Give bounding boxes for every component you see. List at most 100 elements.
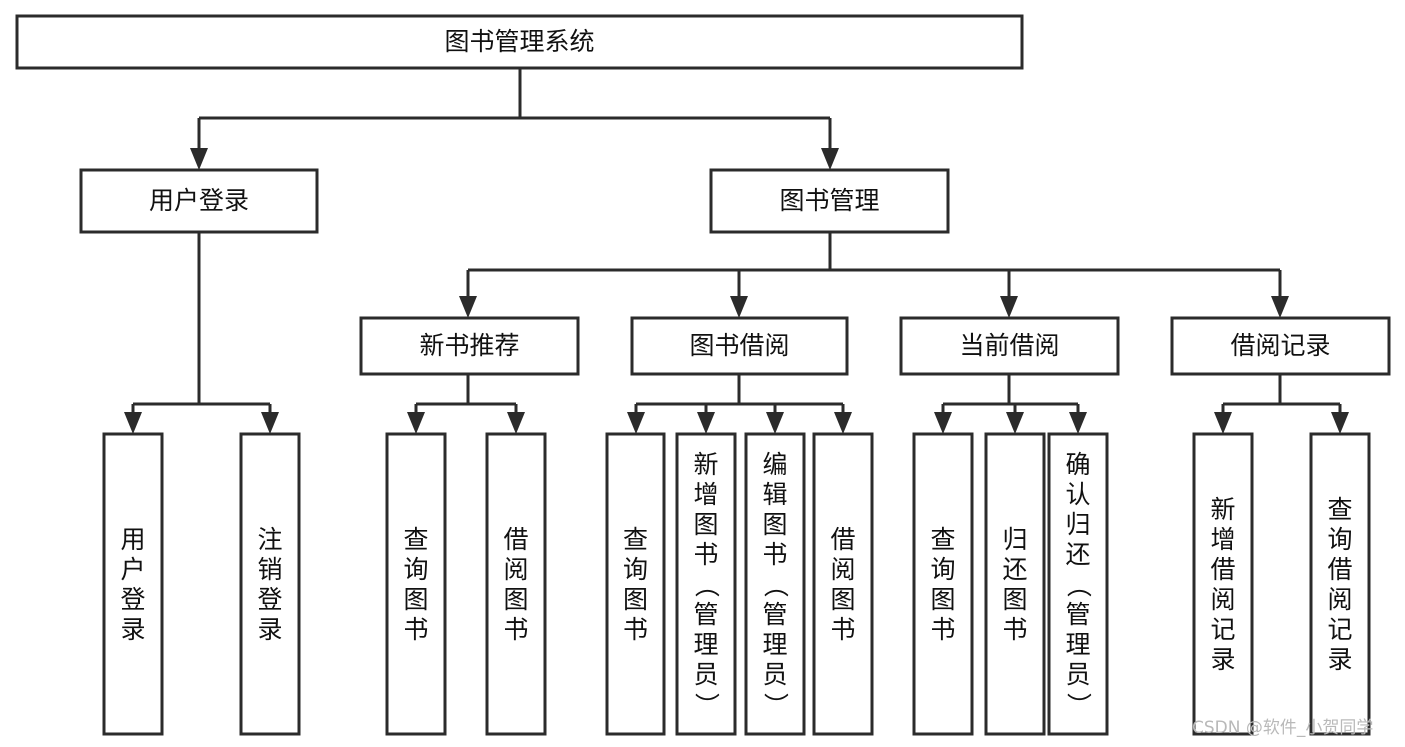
node-label-user-login: 用户登录	[149, 186, 249, 215]
node-label-leaf-user-logout-char-2: 登	[257, 585, 282, 614]
node-label-leaf-query-book-recommend-char-2: 图	[403, 585, 428, 614]
arrow-down-icon-leaf-4-1	[1331, 412, 1349, 434]
arrow-down-icon-leaf-1-1	[507, 412, 525, 434]
node-label-leaf-borrow-book-recommend-char-3: 书	[503, 615, 528, 644]
node-label-leaf-borrow-book-char-2: 图	[830, 585, 855, 614]
node-box-leaf-add-borrow-record[interactable]	[1192, 432, 1254, 736]
node-new-book-recommend[interactable]: 新书推荐	[359, 316, 580, 376]
node-box-leaf-edit-book-admin[interactable]	[744, 432, 806, 736]
node-box-leaf-confirm-return-admin[interactable]	[1047, 432, 1109, 736]
node-box-leaf-query-book-recommend[interactable]	[385, 432, 447, 736]
node-label-leaf-user-logout-char-3: 录	[257, 615, 282, 644]
node-label-leaf-query-borrow-record-char-2: 借	[1327, 555, 1352, 584]
node-label-leaf-confirm-return-admin-char-1: 认	[1065, 480, 1090, 509]
node-label-leaf-edit-book-admin-char-1: 辑	[762, 480, 787, 509]
arrow-down-icon-l2-1	[730, 296, 748, 318]
node-label-leaf-edit-book-admin-char-2: 图	[762, 510, 787, 539]
arrow-down-icon-leaf-3-2	[1069, 412, 1087, 434]
node-label-leaf-add-book-admin-char-1: 增	[693, 480, 718, 509]
node-label-book-management: 图书管理	[779, 186, 879, 215]
node-box-leaf-add-book-admin[interactable]	[675, 432, 737, 736]
node-label-leaf-return-book-char-0: 归	[1002, 525, 1027, 554]
node-label-leaf-borrow-book-recommend-char-0: 借	[503, 525, 528, 554]
node-label-leaf-add-book-admin-char-8: ）	[692, 692, 721, 717]
node-label-leaf-query-borrow-record-char-5: 录	[1327, 645, 1352, 674]
node-label-leaf-query-book-borrow-char-3: 书	[623, 615, 648, 644]
node-label-leaf-add-borrow-record-char-0: 新	[1210, 495, 1235, 524]
node-book-borrow[interactable]: 图书借阅	[630, 316, 849, 376]
node-label-leaf-user-login-char-1: 户	[120, 555, 145, 584]
node-label-leaf-add-borrow-record-char-3: 阅	[1210, 585, 1235, 614]
node-label-leaf-add-book-admin-char-7: 员	[693, 660, 718, 689]
node-label-leaf-edit-book-admin-char-0: 编	[762, 450, 787, 479]
node-label-leaf-user-login-char-0: 用	[120, 525, 145, 554]
node-label-leaf-confirm-return-admin-char-3: 还	[1065, 540, 1090, 569]
node-label-leaf-confirm-return-admin-char-0: 确	[1065, 450, 1090, 479]
arrow-down-icon-l2-2	[1000, 296, 1018, 318]
node-box-user-login[interactable]	[79, 168, 319, 234]
node-label-leaf-query-borrow-record-char-4: 记	[1327, 615, 1352, 644]
node-current-borrow[interactable]: 当前借阅	[899, 316, 1120, 376]
node-box-new-book-recommend[interactable]	[359, 316, 580, 376]
node-box-book-borrow[interactable]	[630, 316, 849, 376]
node-label-leaf-query-book-current-char-1: 询	[930, 555, 955, 584]
node-label-leaf-confirm-return-admin-char-5: 管	[1065, 600, 1090, 629]
arrow-down-icon-leaf-1-0	[407, 412, 425, 434]
node-box-book-management[interactable]	[709, 168, 950, 234]
nodes-layer: 图书管理系统用户登录图书管理新书推荐图书借阅当前借阅借阅记录用户登录注销登录查询…	[15, 14, 1391, 736]
node-label-leaf-query-book-current-char-3: 书	[930, 615, 955, 644]
node-leaf-user-login[interactable]: 用户登录	[102, 432, 164, 736]
node-label-leaf-query-book-current-char-2: 图	[930, 585, 955, 614]
arrow-down-icon-leaf-4-0	[1214, 412, 1232, 434]
node-box-leaf-query-book-current[interactable]	[912, 432, 974, 736]
node-label-leaf-borrow-book-recommend-char-2: 图	[503, 585, 528, 614]
node-label-leaf-add-book-admin-char-5: 管	[693, 600, 718, 629]
node-box-root[interactable]	[15, 14, 1024, 70]
node-borrow-record[interactable]: 借阅记录	[1170, 316, 1391, 376]
node-box-borrow-record[interactable]	[1170, 316, 1391, 376]
arrow-down-icon-leaf-2-1	[697, 412, 715, 434]
node-box-leaf-borrow-book-recommend[interactable]	[485, 432, 547, 736]
node-label-leaf-query-book-recommend-char-1: 询	[403, 555, 428, 584]
node-label-leaf-edit-book-admin-char-6: 理	[762, 630, 787, 659]
node-box-leaf-borrow-book[interactable]	[812, 432, 874, 736]
node-box-leaf-query-borrow-record[interactable]	[1309, 432, 1371, 736]
node-label-leaf-query-borrow-record-char-0: 查	[1327, 495, 1352, 524]
node-box-leaf-user-login[interactable]	[102, 432, 164, 736]
arrow-down-icon-leaf-2-0	[627, 412, 645, 434]
node-label-leaf-user-login-char-3: 录	[120, 615, 145, 644]
node-user-login[interactable]: 用户登录	[79, 168, 319, 234]
arrow-down-icon-leaf-0-0	[124, 412, 142, 434]
node-label-leaf-query-book-borrow-char-0: 查	[623, 525, 648, 554]
node-label-leaf-return-book-char-3: 书	[1002, 615, 1027, 644]
node-root[interactable]: 图书管理系统	[15, 14, 1024, 70]
node-box-current-borrow[interactable]	[899, 316, 1120, 376]
node-box-leaf-query-book-borrow[interactable]	[605, 432, 666, 736]
node-label-leaf-edit-book-admin-char-8: ）	[761, 692, 790, 717]
node-label-leaf-query-book-borrow-char-2: 图	[623, 585, 648, 614]
node-label-borrow-record: 借阅记录	[1230, 331, 1330, 360]
node-label-leaf-borrow-book-recommend-char-1: 阅	[503, 555, 528, 584]
node-label-leaf-query-book-recommend-char-3: 书	[403, 615, 428, 644]
node-book-management[interactable]: 图书管理	[709, 168, 950, 234]
arrow-down-icon-root-0	[190, 148, 208, 170]
node-label-leaf-user-login-char-2: 登	[120, 585, 145, 614]
node-box-leaf-user-logout[interactable]	[239, 432, 301, 736]
node-label-leaf-edit-book-admin-char-7: 员	[762, 660, 787, 689]
node-label-leaf-add-book-admin-char-2: 图	[693, 510, 718, 539]
node-box-leaf-return-book[interactable]	[984, 432, 1046, 736]
